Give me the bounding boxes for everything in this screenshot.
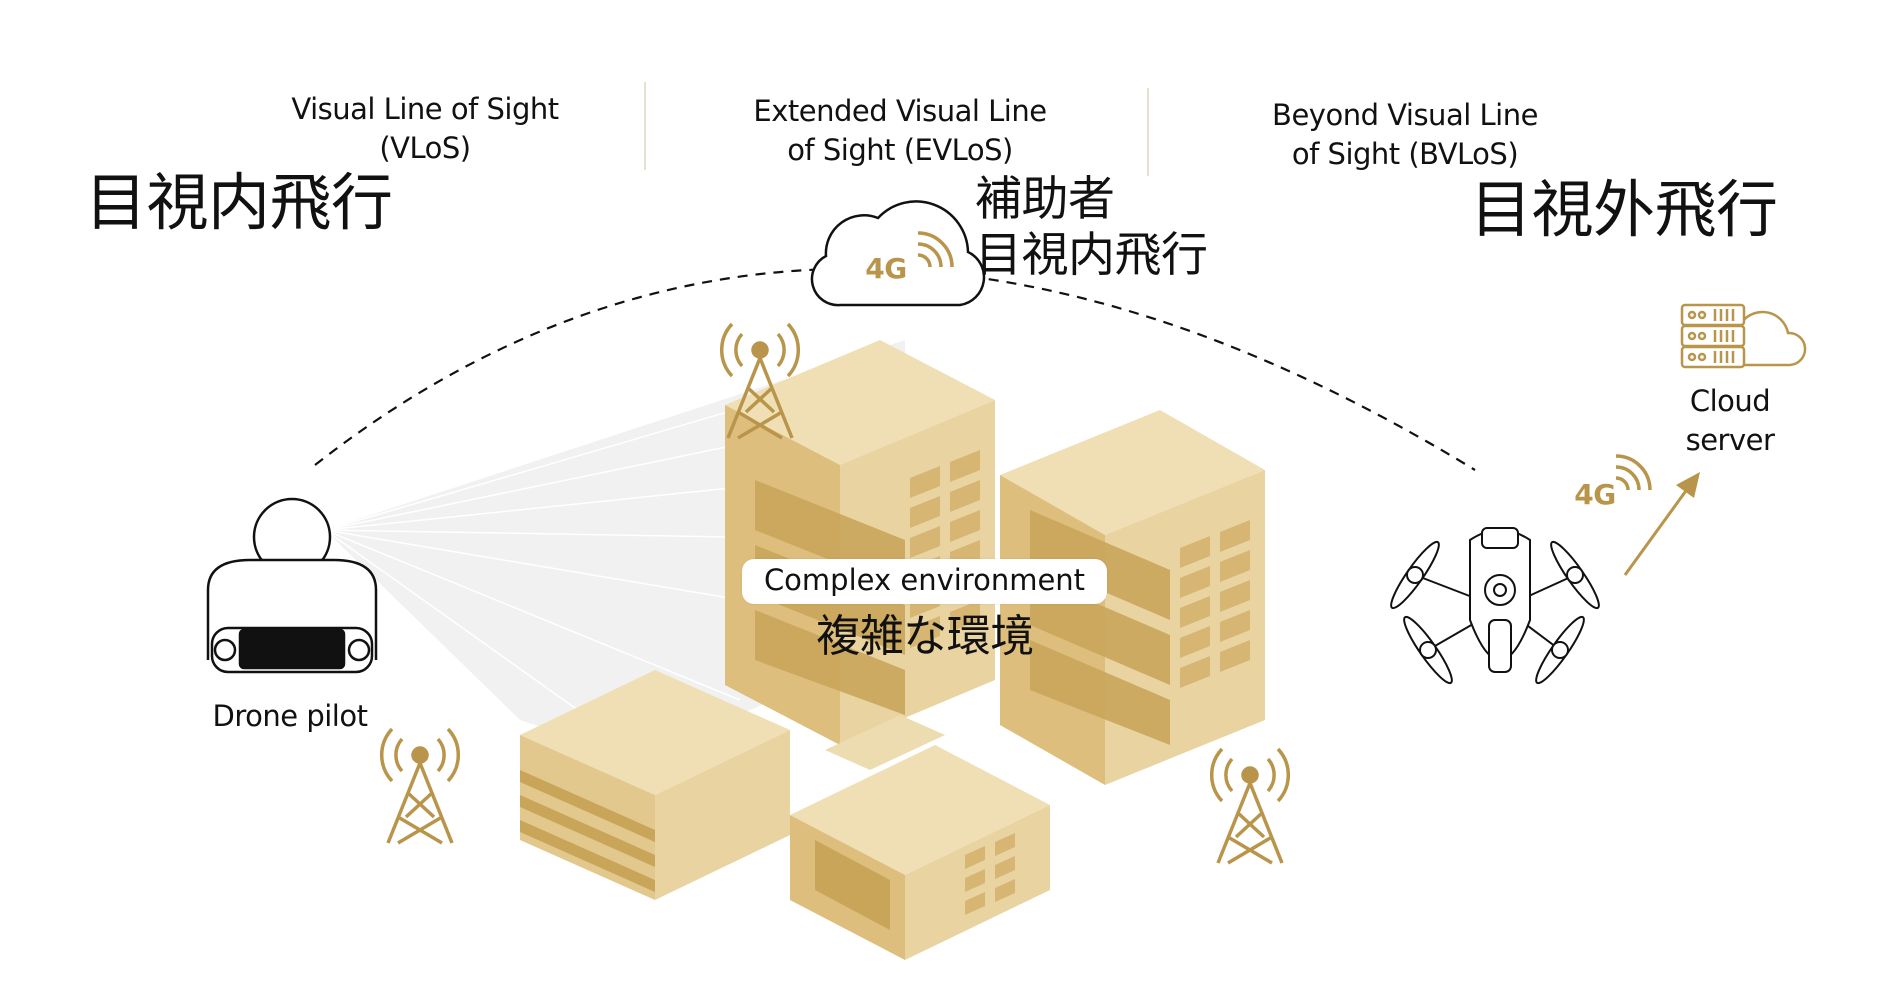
vlos-heading-line2: (VLoS) — [379, 131, 471, 165]
uplink-arrow — [1623, 472, 1700, 576]
drone-icon — [1390, 527, 1600, 685]
cell-tower-icon — [379, 727, 461, 845]
cloud-4g-label: 4G — [865, 252, 907, 285]
drone-pilot-icon — [206, 497, 378, 674]
bvlos-heading-line2: of Sight (BVLoS) — [1291, 137, 1519, 171]
drone-4g-label: 4G — [1574, 478, 1616, 511]
cloud-server-line1: Cloud — [1689, 384, 1771, 418]
evlos-heading: Extended Visual Line of Sight (EVLoS) — [740, 92, 1060, 170]
evlos-heading-line2: of Sight (EVLoS) — [787, 133, 1013, 167]
line-of-sight-arc — [314, 267, 1476, 471]
bvlos-heading: Beyond Visual Line of Sight (BVLoS) — [1245, 96, 1565, 174]
cloud-server-line2: server — [1685, 423, 1775, 457]
tall-building-right — [1000, 410, 1265, 785]
vlos-heading-line1: Visual Line of Sight — [291, 92, 559, 126]
cloud-server-label: Cloud server — [1670, 382, 1790, 460]
vlos-jp-label: 目視内飛行 — [85, 166, 393, 239]
complex-environment-badge: Complex environment — [742, 559, 1107, 604]
evlos-jp-line1: 補助者 — [975, 172, 1115, 227]
signal-waves-icon — [917, 231, 954, 268]
low-building-left — [520, 670, 790, 900]
cell-tower-icon — [1209, 747, 1291, 865]
vlos-heading: Visual Line of Sight (VLoS) — [265, 90, 585, 168]
drone-pilot-label: Drone pilot — [212, 699, 368, 733]
bvlos-heading-line1: Beyond Visual Line — [1272, 98, 1538, 132]
evlos-heading-line1: Extended Visual Line — [753, 94, 1047, 128]
cell-tower-icon — [719, 322, 801, 440]
bvlos-jp-label: 目視外飛行 — [1470, 173, 1778, 246]
evlos-jp-label: 補助者 目視内飛行 — [975, 172, 1235, 284]
low-building-center — [790, 715, 1050, 960]
complex-environment-jp-label: 複雑な環境 — [816, 611, 1034, 662]
cloud-4g-icon — [810, 200, 986, 307]
signal-waves-icon — [1615, 454, 1652, 491]
tall-building-left — [725, 340, 995, 745]
cloud-server-icon — [1680, 303, 1807, 369]
evlos-jp-line2: 目視内飛行 — [975, 228, 1208, 283]
